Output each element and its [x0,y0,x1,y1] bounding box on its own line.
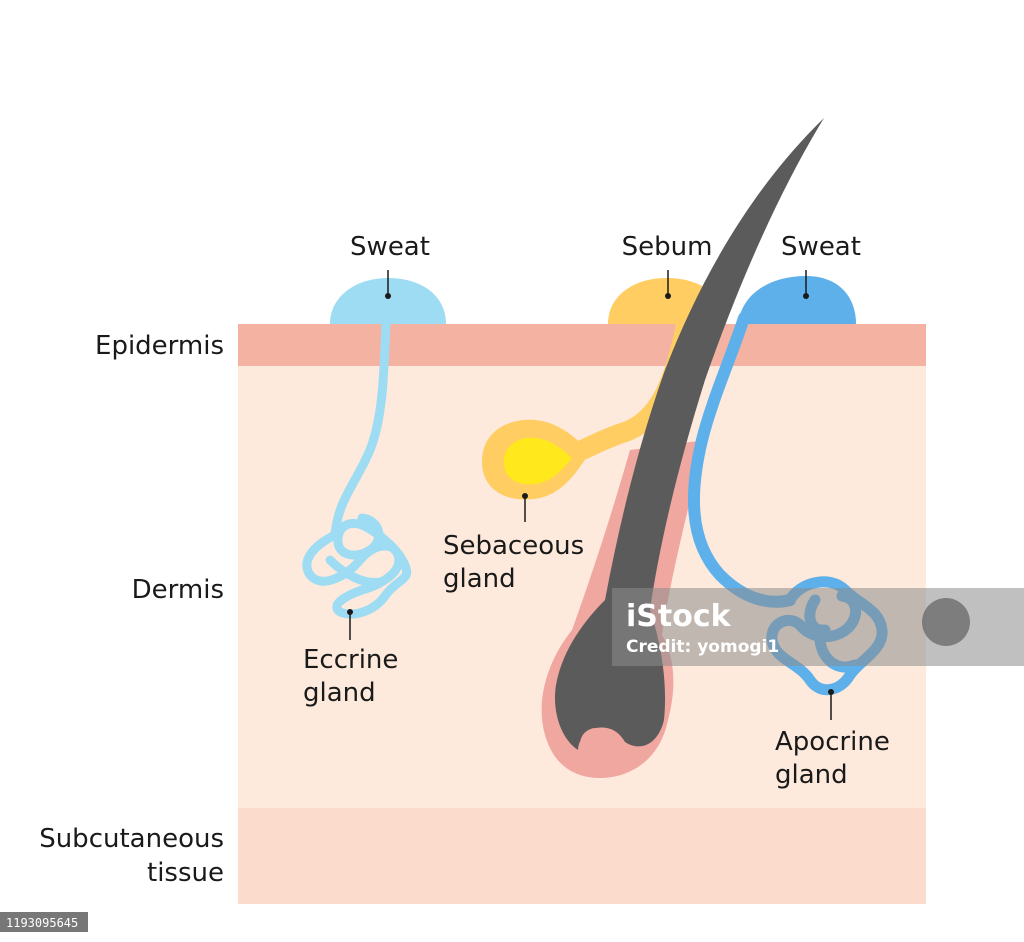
leader-dots [347,293,834,695]
label-apocrine-line1: Apocrine [775,727,890,757]
eccrine-coil [302,513,412,619]
dot-sweat-right [803,293,809,299]
sweat-drop-left [330,278,446,324]
dermal-papilla [580,728,612,760]
eccrine-duct [330,315,391,540]
label-sebaceous-line2: gland [443,564,516,594]
dot-sweat-left [385,293,391,299]
image-id-text: 1193095645 [6,916,78,930]
dot-eccrine [347,609,353,615]
sweat-drop-right [738,276,856,324]
label-eccrine-line2: gland [303,678,376,708]
watermark: iStock Credit: yomogi1 [612,588,1024,666]
watermark-credit: Credit: yomogi1 [626,637,779,657]
dot-sebum [665,293,671,299]
image-id-tag [0,912,88,932]
watermark-circle-icon [922,598,970,646]
label-sebum: Sebum [622,232,713,262]
sebaceous-gland-core [504,437,572,485]
label-sweat-right: Sweat [781,232,861,262]
leader-lines [349,270,832,720]
watermark-brand: iStock [626,599,732,634]
epidermis-layer [238,324,926,366]
label-sweat-left: Sweat [350,232,430,262]
label-subcutaneous-line1: Subcutaneous [39,824,224,854]
label-subcutaneous-line2: tissue [147,858,224,888]
dot-apocrine [828,689,834,695]
label-apocrine-line2: gland [775,760,848,790]
label-dermis: Dermis [132,575,224,605]
dot-sebaceous [522,493,528,499]
subcutaneous-layer [238,808,926,904]
label-eccrine-line1: Eccrine [303,645,398,675]
label-epidermis: Epidermis [95,331,224,361]
label-sebaceous-line1: Sebaceous [443,531,584,561]
